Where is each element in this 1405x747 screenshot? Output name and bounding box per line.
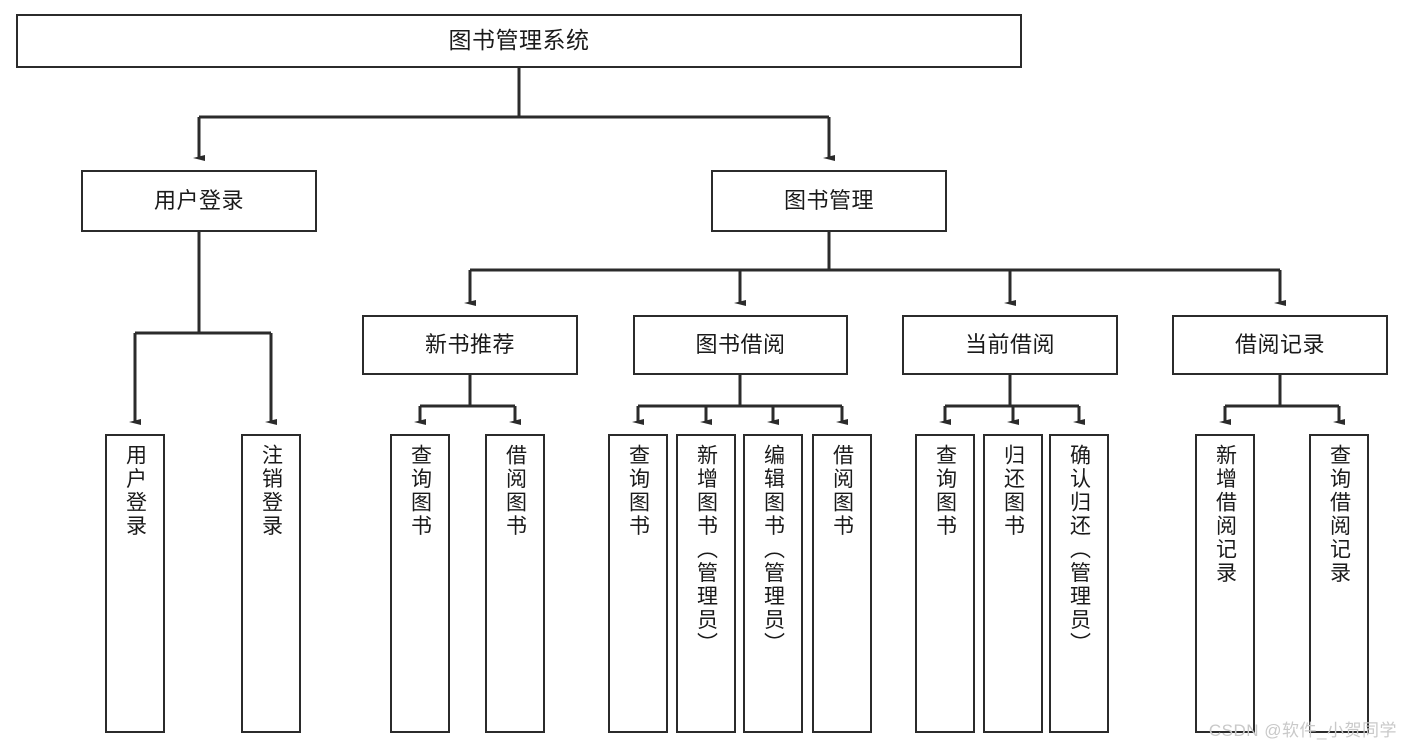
node-leaf-edit-book[interactable]: 编辑图书（管理员） <box>743 434 803 733</box>
node-borrow-record[interactable]: 借阅记录 <box>1172 315 1388 375</box>
node-book-borrow-label: 图书借阅 <box>695 332 786 358</box>
node-leaf-borrow-book-2[interactable]: 借阅图书 <box>812 434 872 733</box>
node-leaf-query-book-1-label: 查询图书 <box>408 444 432 538</box>
node-leaf-add-record[interactable]: 新增借阅记录 <box>1195 434 1255 733</box>
node-leaf-borrow-book-2-label: 借阅图书 <box>830 444 854 538</box>
node-leaf-query-book-2-label: 查询图书 <box>626 444 650 538</box>
node-leaf-query-record-label: 查询借阅记录 <box>1327 444 1351 585</box>
node-leaf-borrow-book-1[interactable]: 借阅图书 <box>485 434 545 733</box>
node-leaf-logout-label: 注销登录 <box>259 444 283 538</box>
node-current-borrow[interactable]: 当前借阅 <box>902 315 1118 375</box>
node-leaf-edit-book-label: 编辑图书（管理员） <box>761 444 785 656</box>
node-leaf-query-book-3-label: 查询图书 <box>933 444 957 538</box>
node-current-borrow-label: 当前借阅 <box>964 332 1055 358</box>
watermark: CSDN @软件_小贺同学 <box>1208 721 1397 740</box>
node-leaf-add-record-label: 新增借阅记录 <box>1213 444 1237 585</box>
node-user-login[interactable]: 用户登录 <box>81 170 317 232</box>
node-leaf-add-book[interactable]: 新增图书（管理员） <box>676 434 736 733</box>
node-new-book-rec[interactable]: 新书推荐 <box>362 315 578 375</box>
node-new-book-rec-label: 新书推荐 <box>424 332 515 358</box>
node-user-login-label: 用户登录 <box>153 188 244 214</box>
node-book-manage[interactable]: 图书管理 <box>711 170 947 232</box>
node-leaf-add-book-label: 新增图书（管理员） <box>694 444 718 656</box>
node-borrow-record-label: 借阅记录 <box>1234 332 1325 358</box>
node-leaf-query-record[interactable]: 查询借阅记录 <box>1309 434 1369 733</box>
node-leaf-confirm-return-label: 确认归还（管理员） <box>1067 444 1091 656</box>
node-leaf-query-book-3[interactable]: 查询图书 <box>915 434 975 733</box>
node-root-label: 图书管理系统 <box>448 27 590 54</box>
node-leaf-logout[interactable]: 注销登录 <box>241 434 301 733</box>
node-leaf-user-login[interactable]: 用户登录 <box>105 434 165 733</box>
node-leaf-query-book-2[interactable]: 查询图书 <box>608 434 668 733</box>
node-leaf-query-book-1[interactable]: 查询图书 <box>390 434 450 733</box>
node-root[interactable]: 图书管理系统 <box>16 14 1022 68</box>
node-leaf-return-book[interactable]: 归还图书 <box>983 434 1043 733</box>
node-leaf-user-login-label: 用户登录 <box>123 444 147 538</box>
node-book-manage-label: 图书管理 <box>783 188 874 214</box>
node-leaf-borrow-book-1-label: 借阅图书 <box>503 444 527 538</box>
node-book-borrow[interactable]: 图书借阅 <box>633 315 848 375</box>
node-leaf-return-book-label: 归还图书 <box>1001 444 1025 538</box>
node-leaf-confirm-return[interactable]: 确认归还（管理员） <box>1049 434 1109 733</box>
